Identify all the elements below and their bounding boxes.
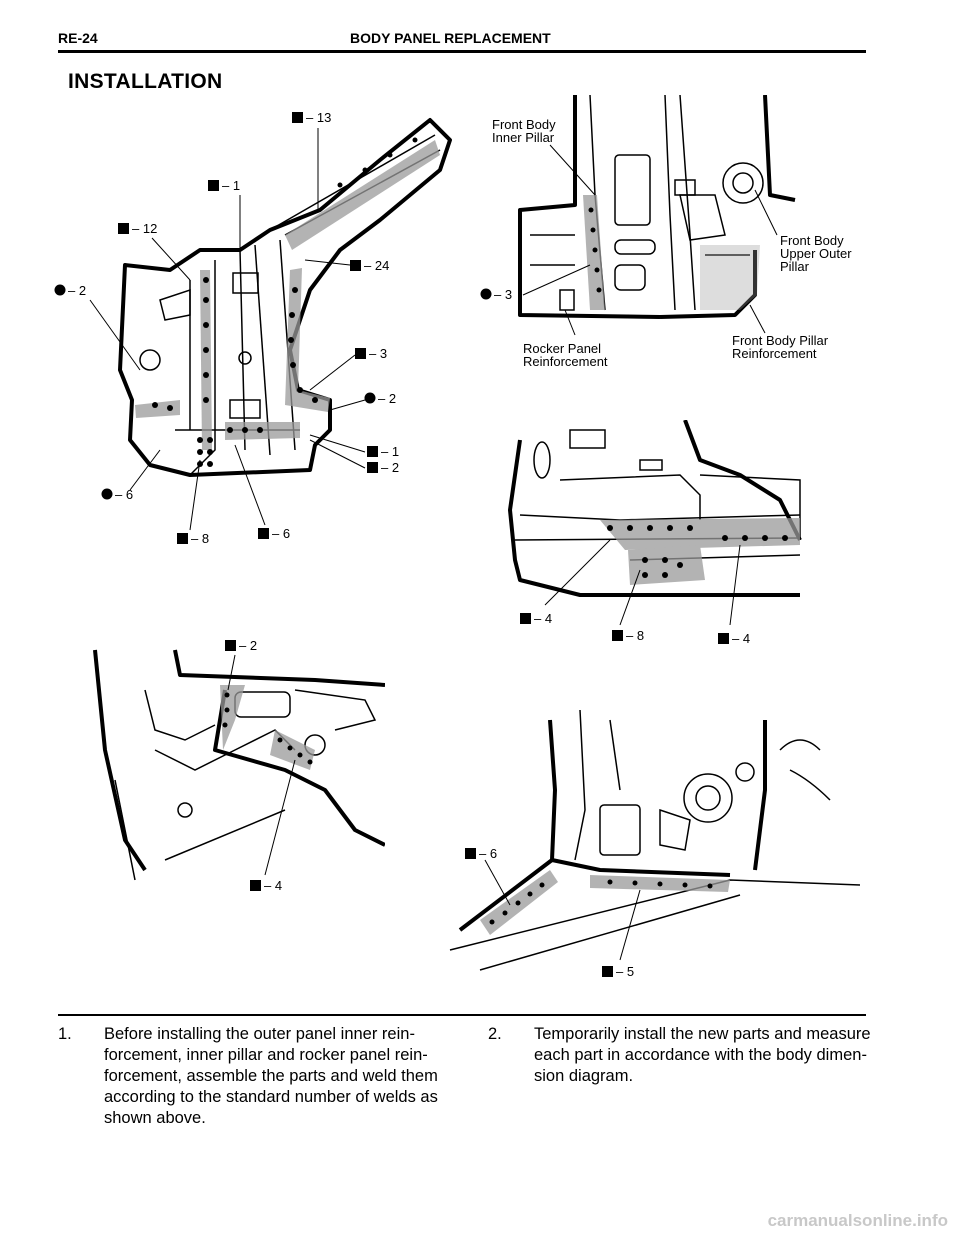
figure-lower-pillar: – 2 – 4: [93, 638, 385, 893]
weld-mark-2-left: – 2: [68, 283, 86, 298]
figure-rocker-reinforcement: – 4 – 8 – 4: [508, 420, 802, 646]
label-front-body-inner-pillar: Front Body Inner Pillar: [492, 117, 559, 145]
page-title: BODY PANEL REPLACEMENT: [350, 30, 551, 46]
weld-mark-4-left: – 4: [534, 611, 552, 626]
label-front-body-upper-outer-pillar: Front Body Upper Outer Pillar: [780, 233, 855, 274]
weld-mark-5-floor: – 5: [616, 964, 634, 979]
page-code: RE-24: [58, 30, 98, 46]
step-text: Temporarily install the new parts and me…: [534, 1025, 871, 1085]
label-rocker-panel-reinforcement: Rocker Panel Reinforcement: [523, 341, 608, 369]
weld-mark-1: – 1: [222, 178, 240, 193]
figure-inner-pillar: Front Body Inner Pillar Front Body Upper…: [480, 95, 855, 369]
weld-mark-24: – 24: [364, 258, 389, 273]
weld-mark-4-pillar: – 4: [264, 878, 282, 893]
figure-pillar-assembly: – 13 – 1 – 12 – 24 – 2 – 3 – 2 – 1 – 2 –…: [54, 110, 452, 546]
weld-mark-8: – 8: [191, 531, 209, 546]
weld-mark-3: – 3: [369, 346, 387, 361]
weld-mark-4-right: – 4: [732, 631, 750, 646]
step-text: Before installing the outer panel inner …: [104, 1025, 438, 1127]
weld-mark-3-inner: – 3: [494, 287, 512, 302]
weld-mark-2-right: – 2: [378, 391, 396, 406]
watermark: carmanualsonline.info: [767, 1211, 948, 1230]
weld-mark-12: – 12: [132, 221, 157, 236]
weld-mark-2-pillar: – 2: [239, 638, 257, 653]
section-title: INSTALLATION: [68, 70, 223, 93]
weld-mark-6-floor: – 6: [479, 846, 497, 861]
weld-mark-13: – 13: [306, 110, 331, 125]
figure-floor-rocker-joint: – 6 – 5: [449, 710, 860, 979]
weld-mark-6-left: – 6: [115, 487, 133, 502]
step-number: 1.: [58, 1025, 72, 1043]
header-rule: [58, 50, 866, 53]
label-front-body-pillar-reinforcement: Front Body Pillar Reinforcement: [732, 333, 832, 361]
weld-mark-1-lower: – 1: [381, 444, 399, 459]
weld-mark-8-rocker: – 8: [626, 628, 644, 643]
weld-mark-6-bottom: – 6: [272, 526, 290, 541]
footer-rule: [58, 1014, 866, 1016]
step-number: 2.: [488, 1025, 502, 1043]
weld-mark-2-lower: – 2: [381, 460, 399, 475]
